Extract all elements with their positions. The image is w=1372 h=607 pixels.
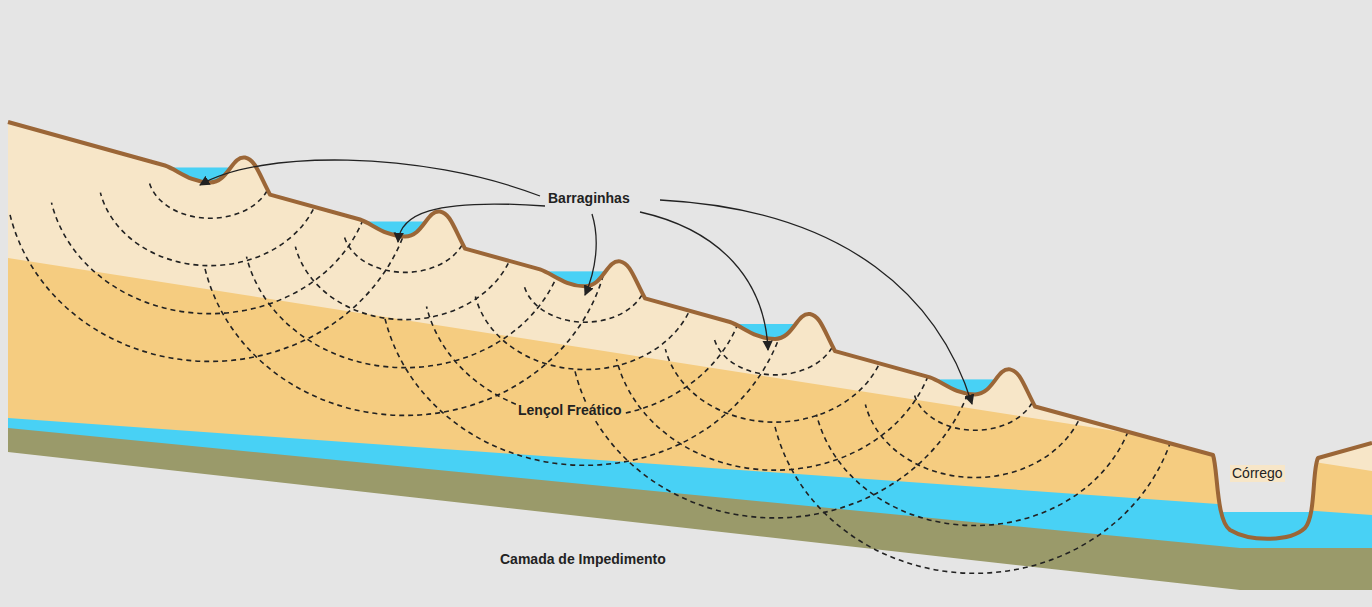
water-table	[8, 418, 1372, 607]
infiltration-arc	[524, 287, 645, 322]
infiltration-arc	[385, 317, 786, 466]
infiltration-arc	[914, 395, 1035, 430]
infiltration-arc	[100, 193, 319, 266]
callout-label: Barraginhas	[548, 190, 630, 207]
infiltration-arc	[247, 257, 564, 368]
infiltration-arc	[817, 415, 1134, 526]
infiltration-arc	[575, 369, 976, 518]
infiltration-arc	[205, 267, 606, 416]
infiltration-arc	[775, 425, 1176, 574]
infiltration-arc	[865, 405, 1084, 478]
infiltration-arc	[344, 237, 465, 272]
infiltration-arc	[475, 297, 694, 370]
leader-line	[660, 200, 972, 404]
infiltration-arc	[295, 247, 514, 320]
infiltration-arc	[52, 203, 369, 314]
leader-line	[398, 204, 545, 242]
below-ground	[8, 452, 1372, 607]
infiltration-arc	[665, 349, 884, 422]
infiltration-arc	[149, 183, 270, 218]
impediment-layer	[8, 428, 1372, 607]
stream-label: Córrego	[1230, 465, 1285, 482]
layer-label: Lençol Freático	[516, 402, 623, 419]
layer-label: Camada de Impedimento	[500, 551, 666, 568]
ground-surface	[8, 122, 1372, 539]
infiltration-arc	[714, 339, 835, 374]
leader-line	[200, 160, 540, 196]
leader-line	[640, 212, 768, 350]
leader-line	[585, 214, 596, 295]
infiltration-arc	[617, 359, 934, 470]
